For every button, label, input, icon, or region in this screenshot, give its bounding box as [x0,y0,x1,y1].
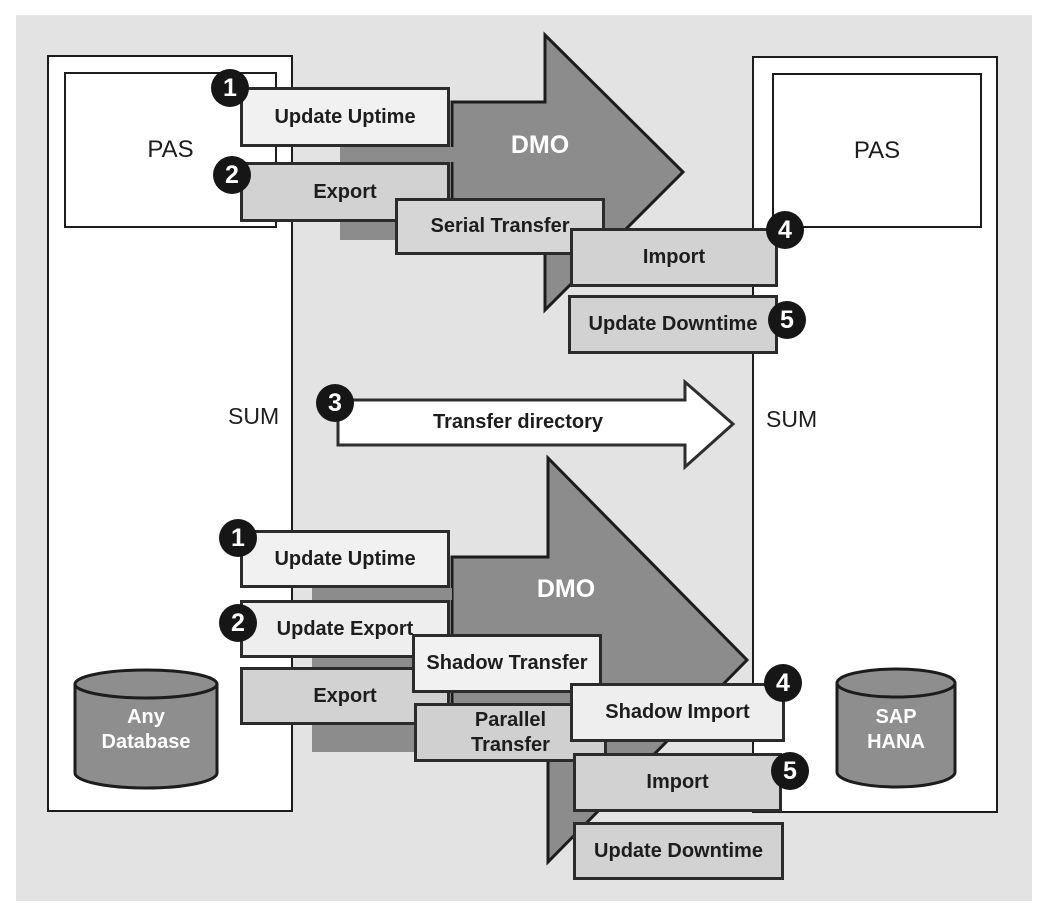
step-update-uptime-parallel: Update Uptime [240,530,450,588]
step-label: Export [313,684,377,707]
source-sum-label: SUM [228,403,280,429]
badge-2-parallel: 2 [219,604,257,642]
badge-1-parallel: 1 [219,519,257,557]
badge-4-parallel: 4 [764,664,802,702]
step-label: Import [642,246,706,268]
step-label: Update Uptime [274,105,416,128]
step-shadow-import: Shadow Import [570,683,785,742]
step-label: Update Export [276,617,414,640]
sap-hana-label: SAP HANA [867,706,925,753]
step-label: Export [313,180,377,203]
badge-1-serial: 1 [211,69,249,107]
step-label: Update Downtime [588,313,758,335]
step-label: Update Uptime [274,547,416,570]
step-label: Shadow Transfer [426,652,588,674]
step-import-parallel: Import [573,753,782,812]
badge-5-parallel: 5 [771,752,809,790]
dmo-label-serial: DMO [510,131,570,159]
target-pas-label: PAS [853,136,901,164]
step-import-serial: Import [570,228,778,287]
transfer-directory-label: Transfer directory [432,411,604,433]
step-update-downtime-parallel: Update Downtime [573,822,784,880]
badge-2-serial: 2 [213,156,251,194]
badge-4-serial: 4 [766,211,804,249]
step-label: Serial Transfer [430,215,570,237]
source-pas-label: PAS [147,136,194,163]
target-pas-box: PAS [772,73,982,228]
step-label: Parallel Transfer [471,708,550,756]
step-label: Import [646,771,709,793]
dmo-label-parallel: DMO [536,575,596,603]
any-database-label: Any Database [101,706,191,753]
badge-3-transfer: 3 [316,384,354,422]
step-update-uptime-serial: Update Uptime [240,87,450,147]
step-label: Shadow Import [605,701,750,723]
step-label: Update Downtime [594,839,763,862]
badge-5-serial: 5 [768,301,806,339]
target-sum-label: SUM [766,406,818,432]
step-update-downtime-serial: Update Downtime [568,295,778,354]
